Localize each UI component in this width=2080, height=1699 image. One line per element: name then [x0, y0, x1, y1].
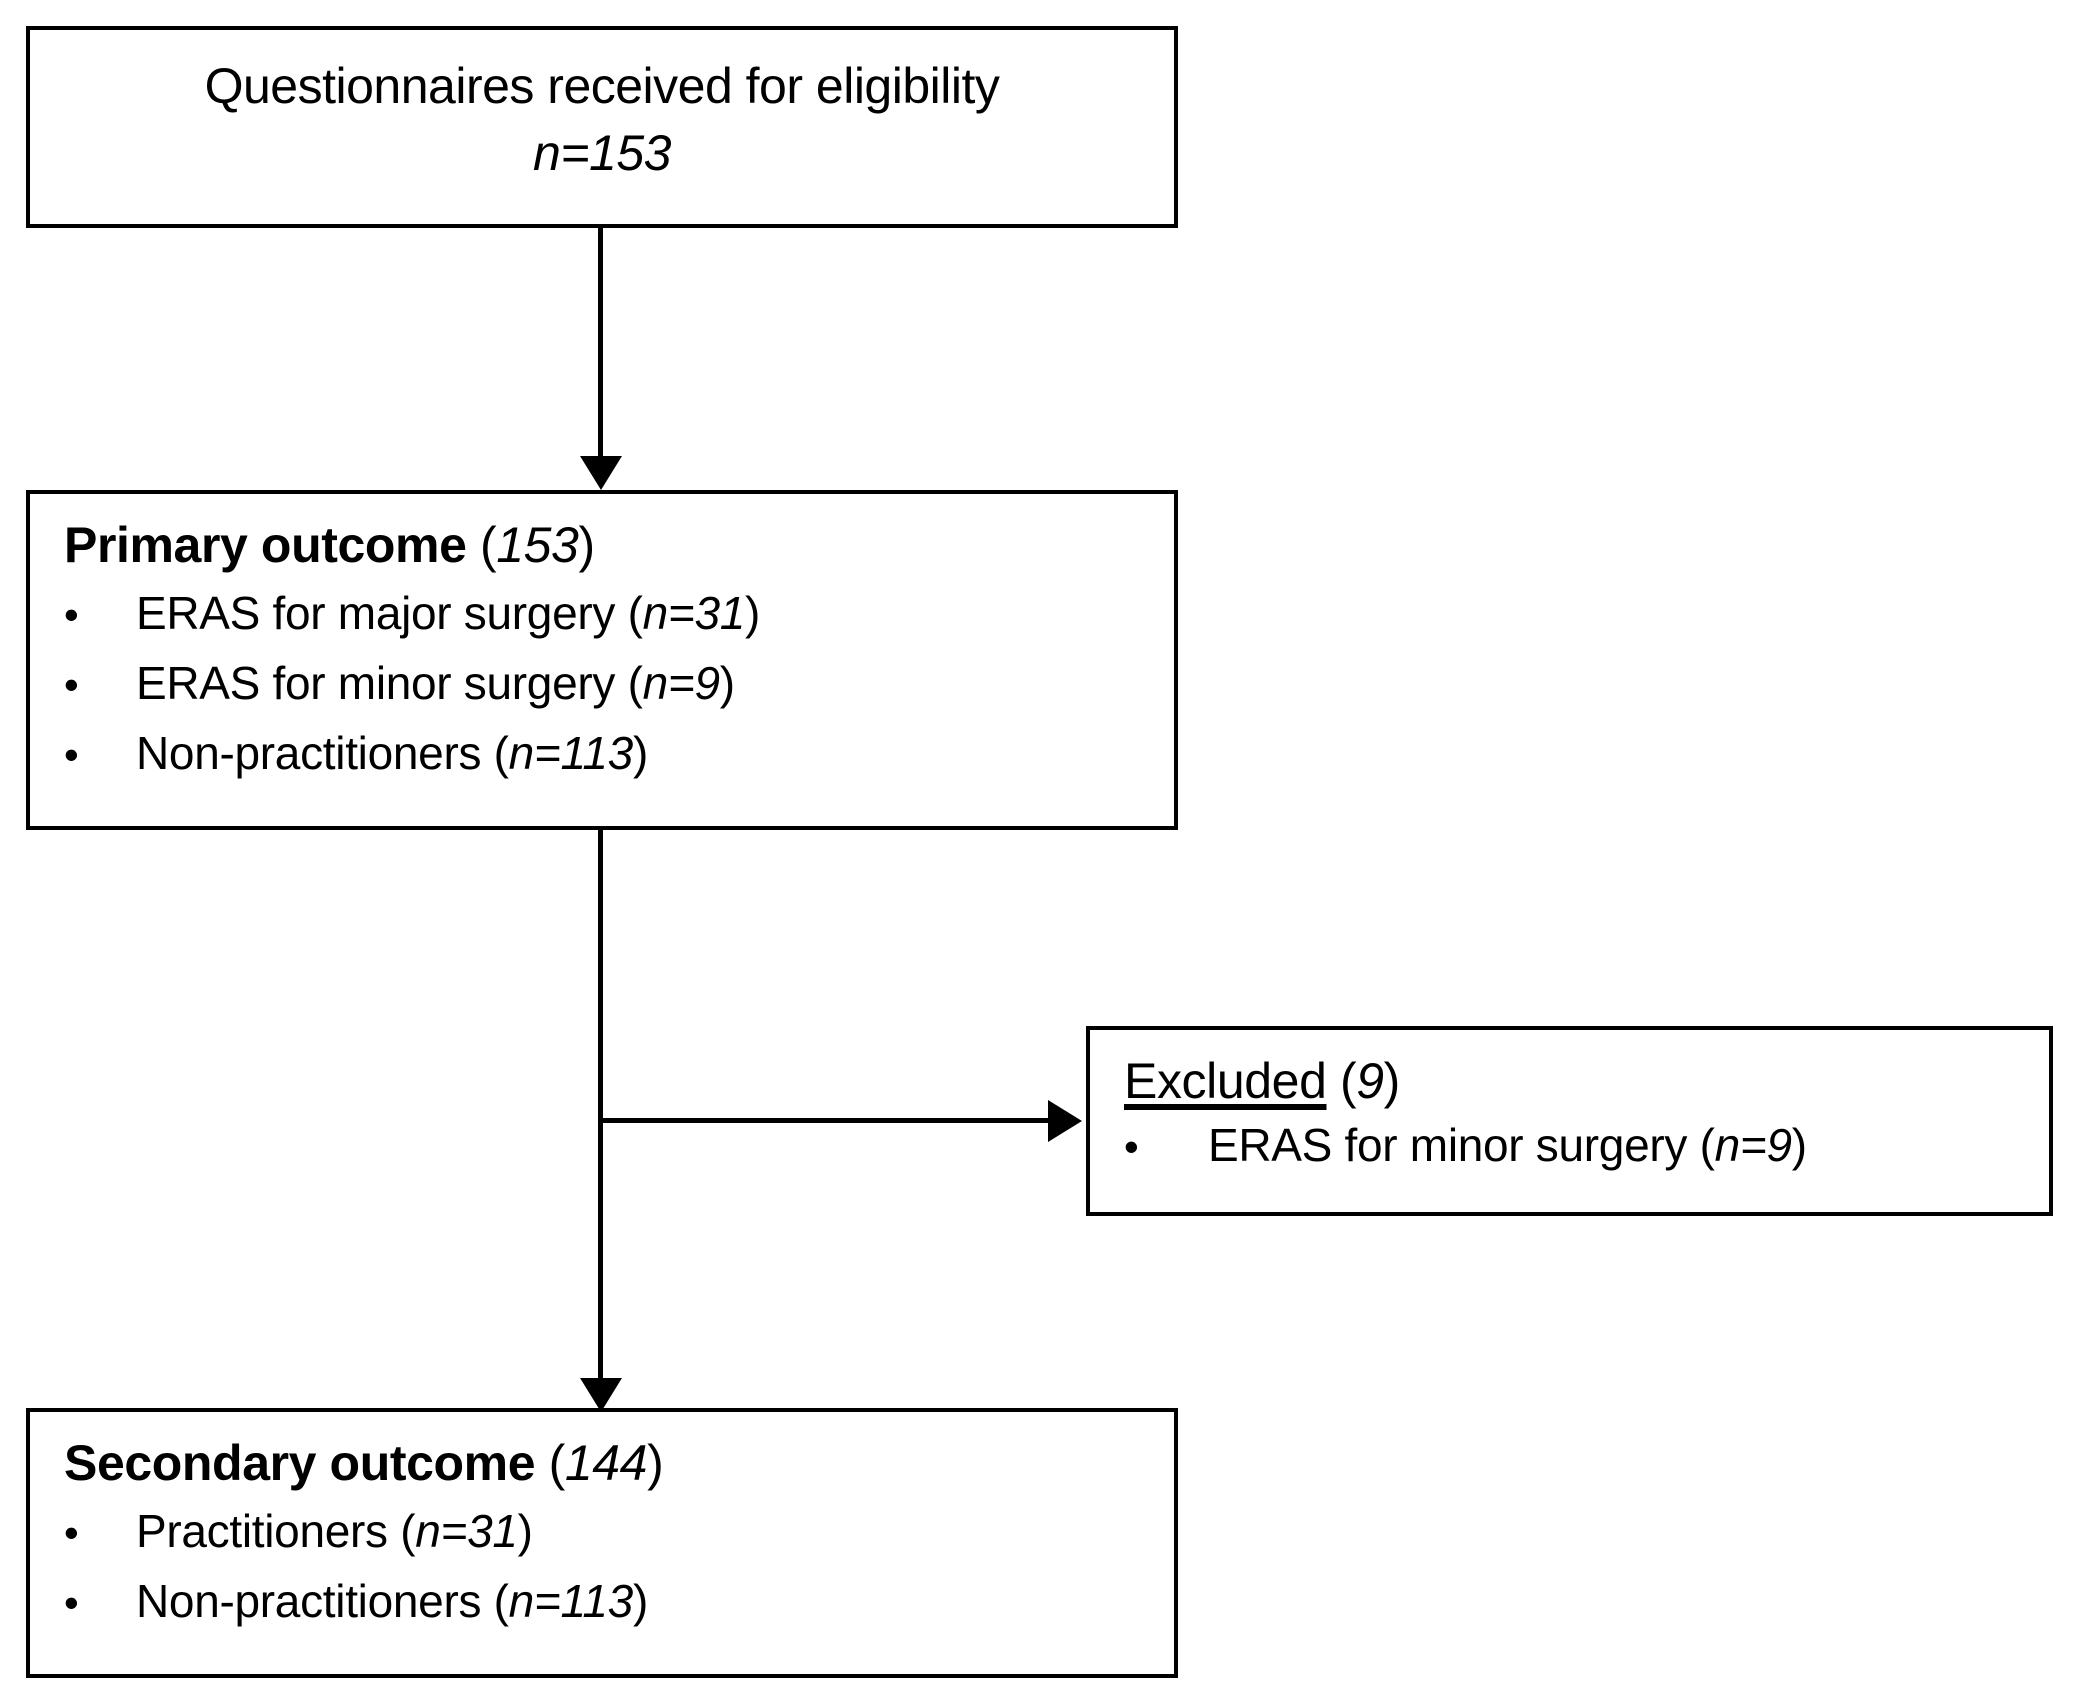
list-item-count: n=113: [508, 1575, 634, 1627]
list-item-label: ERAS for minor surgery (: [1208, 1119, 1715, 1171]
excluded-heading-count: (9): [1326, 1053, 1400, 1109]
list-item-count: n=31: [642, 587, 746, 639]
excluded-heading-label: Excluded: [1124, 1053, 1327, 1109]
eligibility-count: n=153: [533, 125, 671, 181]
list-item-close: ): [517, 1505, 533, 1557]
list-item-close: ): [719, 657, 735, 709]
arrowhead-down-icon-primary: [580, 456, 622, 490]
bullet-icon: •: [64, 591, 79, 638]
list-item: • ERAS for minor surgery (n=9): [64, 660, 760, 706]
eligibility-text: Questionnaires received for eligibility …: [30, 56, 1174, 184]
list-item: • ERAS for minor surgery (n=9): [1124, 1122, 1807, 1168]
list-item-count: n=9: [642, 657, 720, 709]
excluded-heading: Excluded (9): [1124, 1052, 1400, 1110]
list-item-count: n=9: [1714, 1119, 1792, 1171]
list-item-text: ERAS for minor surgery (n=9): [136, 660, 735, 706]
list-item: • Practitioners (n=31): [64, 1508, 648, 1554]
list-item-label: ERAS for major surgery (: [136, 587, 643, 639]
list-item-count: n=113: [508, 727, 634, 779]
list-item: • ERAS for major surgery (n=31): [64, 590, 760, 636]
eligibility-line-1: Questionnaires received for eligibility: [204, 58, 1000, 114]
excluded-list: • ERAS for minor surgery (n=9): [1124, 1122, 1807, 1168]
list-item-label: Non-practitioners (: [136, 1575, 509, 1627]
primary-outcome-n-value: 153: [496, 517, 579, 573]
node-secondary-outcome: Secondary outcome (144) • Practitioners …: [26, 1408, 1178, 1678]
list-item-close: ): [745, 587, 761, 639]
secondary-outcome-heading-label: Secondary outcome: [64, 1435, 536, 1491]
primary-outcome-heading-label: Primary outcome: [64, 517, 467, 573]
list-item-text: Non-practitioners (n=113): [136, 730, 648, 776]
primary-outcome-list: • ERAS for major surgery (n=31) • ERAS f…: [64, 590, 760, 800]
secondary-outcome-heading: Secondary outcome (144): [64, 1434, 664, 1492]
list-item-text: Non-practitioners (n=113): [136, 1578, 648, 1624]
list-item-text: ERAS for minor surgery (n=9): [1208, 1122, 1807, 1168]
arrowhead-right-icon-excluded: [1048, 1100, 1082, 1142]
excluded-n-value: 9: [1356, 1053, 1384, 1109]
list-item-label: ERAS for minor surgery (: [136, 657, 643, 709]
arrowhead-down-icon-secondary: [580, 1378, 622, 1412]
connector-branch-to-excluded: [598, 1118, 1048, 1123]
bullet-icon: •: [64, 661, 79, 708]
bullet-icon: •: [64, 1509, 79, 1556]
list-item: • Non-practitioners (n=113): [64, 730, 760, 776]
list-item-text: Practitioners (n=31): [136, 1508, 533, 1554]
list-item-label: Practitioners (: [136, 1505, 416, 1557]
primary-outcome-heading-count: (153): [466, 517, 595, 573]
list-item-close: ): [632, 1575, 648, 1627]
bullet-icon: •: [1124, 1123, 1139, 1170]
list-item: • Non-practitioners (n=113): [64, 1578, 648, 1624]
list-item-close: ): [632, 727, 648, 779]
primary-outcome-heading: Primary outcome (153): [64, 516, 595, 574]
bullet-icon: •: [64, 1579, 79, 1626]
bullet-icon: •: [64, 731, 79, 778]
connector-primary-to-secondary: [598, 830, 603, 1380]
list-item-close: ): [1791, 1119, 1807, 1171]
node-primary-outcome: Primary outcome (153) • ERAS for major s…: [26, 490, 1178, 830]
secondary-outcome-n-value: 144: [564, 1435, 648, 1491]
secondary-outcome-heading-count: (144): [535, 1435, 664, 1491]
secondary-outcome-list: • Practitioners (n=31) • Non-practitione…: [64, 1508, 648, 1648]
node-questionnaires-received: Questionnaires received for eligibility …: [26, 26, 1178, 228]
list-item-text: ERAS for major surgery (n=31): [136, 590, 760, 636]
node-excluded: Excluded (9) • ERAS for minor surgery (n…: [1086, 1026, 2053, 1216]
list-item-label: Non-practitioners (: [136, 727, 509, 779]
list-item-count: n=31: [415, 1505, 518, 1557]
connector-eligibility-to-primary: [598, 228, 603, 458]
